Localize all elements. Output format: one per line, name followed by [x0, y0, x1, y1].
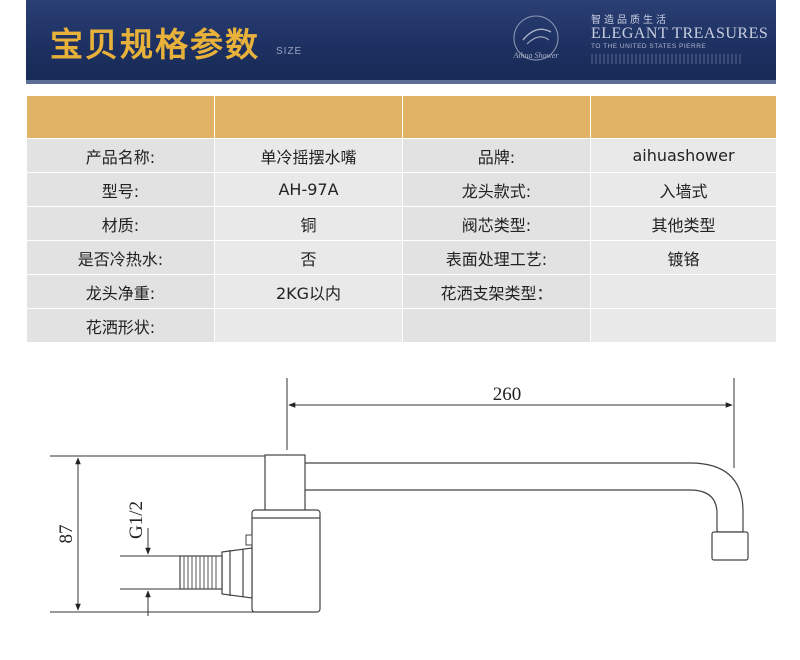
table-row: 龙头净重: 2KG以内 花洒支架类型： — [26, 274, 777, 309]
spec-value — [590, 274, 777, 309]
spec-table: 产品名称: 单冷摇摆水嘴 品牌: aihuashower 型号: AH-97A … — [26, 95, 777, 343]
spec-key: 花洒形状: — [26, 308, 215, 343]
spec-value: 单冷摇摆水嘴 — [214, 138, 403, 173]
table-row: 产品名称: 单冷摇摆水嘴 品牌: aihuashower — [26, 138, 777, 173]
spec-value: 其他类型 — [590, 206, 777, 241]
table-row: 型号: AH-97A 龙头款式: 入墙式 — [26, 172, 777, 207]
spec-key: 品牌: — [402, 138, 591, 173]
banner-divider — [26, 80, 776, 84]
table-row: 花洒形状: — [26, 308, 777, 343]
faucet-technical-drawing: 260 87 G1/2 — [50, 378, 749, 616]
table-header-cell — [590, 95, 777, 139]
spec-key: 花洒支架类型： — [402, 274, 591, 309]
page-subtitle: SIZE — [276, 46, 303, 57]
spec-key: 产品名称: — [26, 138, 215, 173]
brand-slogan-small: TO THE UNITED STATES PIERRE — [591, 43, 707, 50]
spec-value — [590, 308, 777, 343]
spec-value — [214, 308, 403, 343]
spec-value: 否 — [214, 240, 403, 275]
spec-key: 龙头净重: — [26, 274, 215, 309]
spec-key: 是否冷热水: — [26, 240, 215, 275]
brand-slogan-cn: 智造品质生活 — [591, 15, 669, 26]
spec-value: 2KG以内 — [214, 274, 403, 309]
spec-key: 阀芯类型: — [402, 206, 591, 241]
shower-logo-icon: Aihua Shower — [512, 15, 559, 61]
spec-value: aihuashower — [590, 138, 777, 173]
spec-key — [402, 308, 591, 343]
table-header-cell — [214, 95, 403, 139]
table-header-cell — [402, 95, 591, 139]
spec-value: 镀铬 — [590, 240, 777, 275]
spec-value: 入墙式 — [590, 172, 777, 207]
spec-value: 铜 — [214, 206, 403, 241]
header-banner: 宝贝规格参数 SIZE Aihua Shower 智造品质生活 ELEGANT … — [26, 0, 776, 80]
spec-key: 型号: — [26, 172, 215, 207]
length-label: 260 — [493, 384, 522, 405]
spec-key: 表面处理工艺: — [402, 240, 591, 275]
brand-slogan-en: ELEGANT TREASURES — [591, 25, 769, 42]
spec-key: 龙头款式: — [402, 172, 591, 207]
spec-key: 材质: — [26, 206, 215, 241]
svg-text:Aihua Shower: Aihua Shower — [512, 51, 559, 60]
table-header-cell — [26, 95, 215, 139]
table-row: 材质: 铜 阀芯类型: 其他类型 — [26, 206, 777, 241]
height-label: 87 — [56, 525, 77, 544]
table-row: 是否冷热水: 否 表面处理工艺: 镀铬 — [26, 240, 777, 275]
page-title: 宝贝规格参数 — [50, 25, 260, 64]
table-header-row — [26, 95, 777, 139]
decorative-dots — [591, 54, 741, 64]
spec-value: AH-97A — [214, 172, 403, 207]
thread-size-label: G1/2 — [126, 501, 147, 539]
